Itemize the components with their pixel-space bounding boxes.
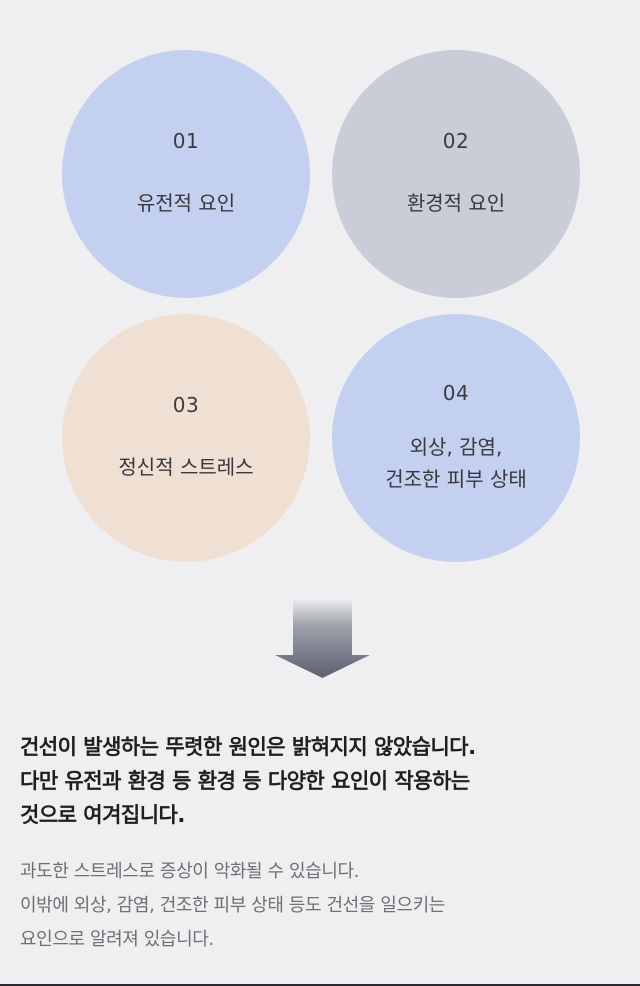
description-text: 과도한 스트레스로 증상이 악화될 수 있습니다. 이밖에 외상, 감염, 건조… — [20, 861, 445, 950]
cause-label: 정신적 스트레스 — [118, 455, 254, 479]
cause-number: 04 — [442, 381, 470, 405]
cause-number: 02 — [442, 129, 470, 153]
bottom-divider — [0, 984, 640, 986]
cause-number: 01 — [172, 129, 200, 153]
cause-circle-stress: 03 정신적 스트레스 — [62, 314, 310, 562]
down-arrow-icon — [275, 598, 370, 678]
cause-circle-injury: 04 외상, 감염, 건조한 피부 상태 — [332, 314, 580, 562]
headline-text: 건선이 발생하는 뚜렷한 원인은 밝혀지지 않았습니다. 다만 유전과 환경 등… — [20, 735, 476, 827]
cause-circle-environmental: 02 환경적 요인 — [332, 50, 580, 298]
cause-label: 외상, 감염, 건조한 피부 상태 — [385, 435, 527, 491]
cause-number: 03 — [172, 393, 200, 417]
cause-circle-genetic: 01 유전적 요인 — [62, 50, 310, 298]
cause-label: 유전적 요인 — [136, 191, 236, 215]
cause-label: 환경적 요인 — [406, 191, 506, 215]
